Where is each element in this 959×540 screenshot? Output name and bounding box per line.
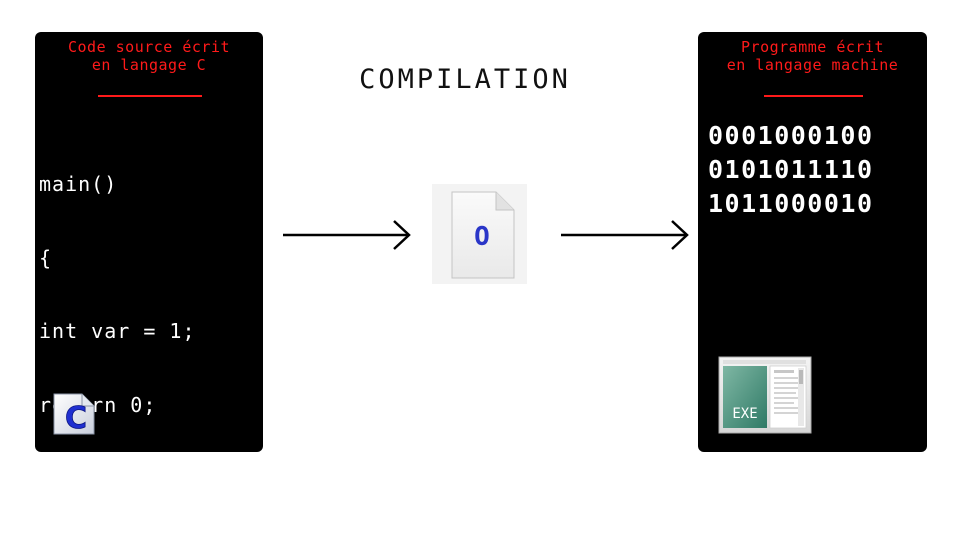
binary-block: 0001000100 0101011110 1011000010: [708, 119, 874, 221]
binary-line: 0001000100: [708, 121, 874, 150]
object-file-icon: O: [432, 184, 527, 284]
arrow-right-icon: [561, 220, 689, 250]
c-file-icon-label: C: [65, 401, 87, 436]
binary-line: 0101011110: [708, 155, 874, 184]
exe-file-icon-label: EXE: [732, 406, 757, 422]
source-code-title-line: en langage C: [91, 56, 207, 74]
source-code-title: Code source écrit en langage C: [35, 38, 263, 74]
machine-code-title-line: Programme écrit: [741, 38, 884, 56]
title-underline: [98, 95, 202, 97]
source-code-panel: Code source écrit en langage C main() { …: [35, 32, 263, 490]
exe-file-icon: EXE: [718, 356, 812, 434]
code-line: }: [39, 466, 53, 490]
machine-code-title: Programme écrit en langage machine: [698, 38, 927, 74]
code-line: {: [39, 245, 53, 270]
title-underline: [764, 95, 863, 97]
c-file-icon: C: [53, 393, 95, 436]
compilation-title: COMPILATION: [359, 64, 571, 95]
binary-line: 1011000010: [708, 189, 874, 218]
machine-code-title-line: en langage machine: [726, 56, 899, 74]
object-file-icon-label: O: [474, 222, 490, 252]
source-code-title-line: Code source écrit: [67, 38, 231, 56]
arrow-right-icon: [283, 220, 411, 250]
code-block: main() { int var = 1; return 0; }: [39, 123, 196, 540]
code-line: main(): [39, 172, 118, 196]
code-line: int var = 1;: [39, 319, 196, 343]
